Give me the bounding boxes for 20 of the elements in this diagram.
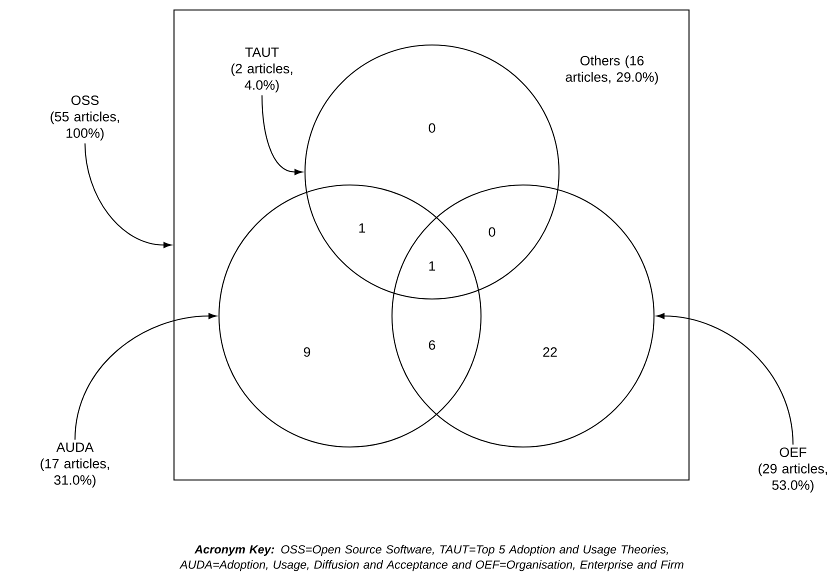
region-count: 1 (359, 223, 366, 233)
region-count: 6 (428, 340, 436, 350)
set-label: OSS (55 articles, 100%) (50, 96, 119, 140)
region-count: 0 (488, 227, 496, 237)
set-label: AUDA (17 articles, 31.0%) (40, 442, 109, 488)
region-count: 22 (543, 347, 557, 357)
curved-arrow (84, 143, 172, 248)
venn-circle (218, 184, 482, 448)
caption: Acronym Key: OSS=Open Source Software, TAUT=Top 5 Adoption and Usage Theories, AUDA=Adoption, Usage, Diffusion and Acceptance and OEF=Organisation, Enterprise and Firm (179, 544, 684, 572)
set-label: TAUT (2 articles, 4.0%) (231, 48, 292, 92)
region-count: 1 (429, 261, 436, 271)
region-count: 9 (304, 347, 310, 357)
frame-box (173, 9, 690, 481)
venn-circle (304, 44, 560, 300)
region-count: 0 (428, 123, 436, 133)
curved-arrow (74, 313, 217, 440)
curved-arrow (656, 313, 794, 445)
venn-circle (391, 184, 655, 448)
curved-arrow (261, 95, 303, 175)
set-label: OEF (29 articles, 53.0%) (758, 448, 827, 492)
